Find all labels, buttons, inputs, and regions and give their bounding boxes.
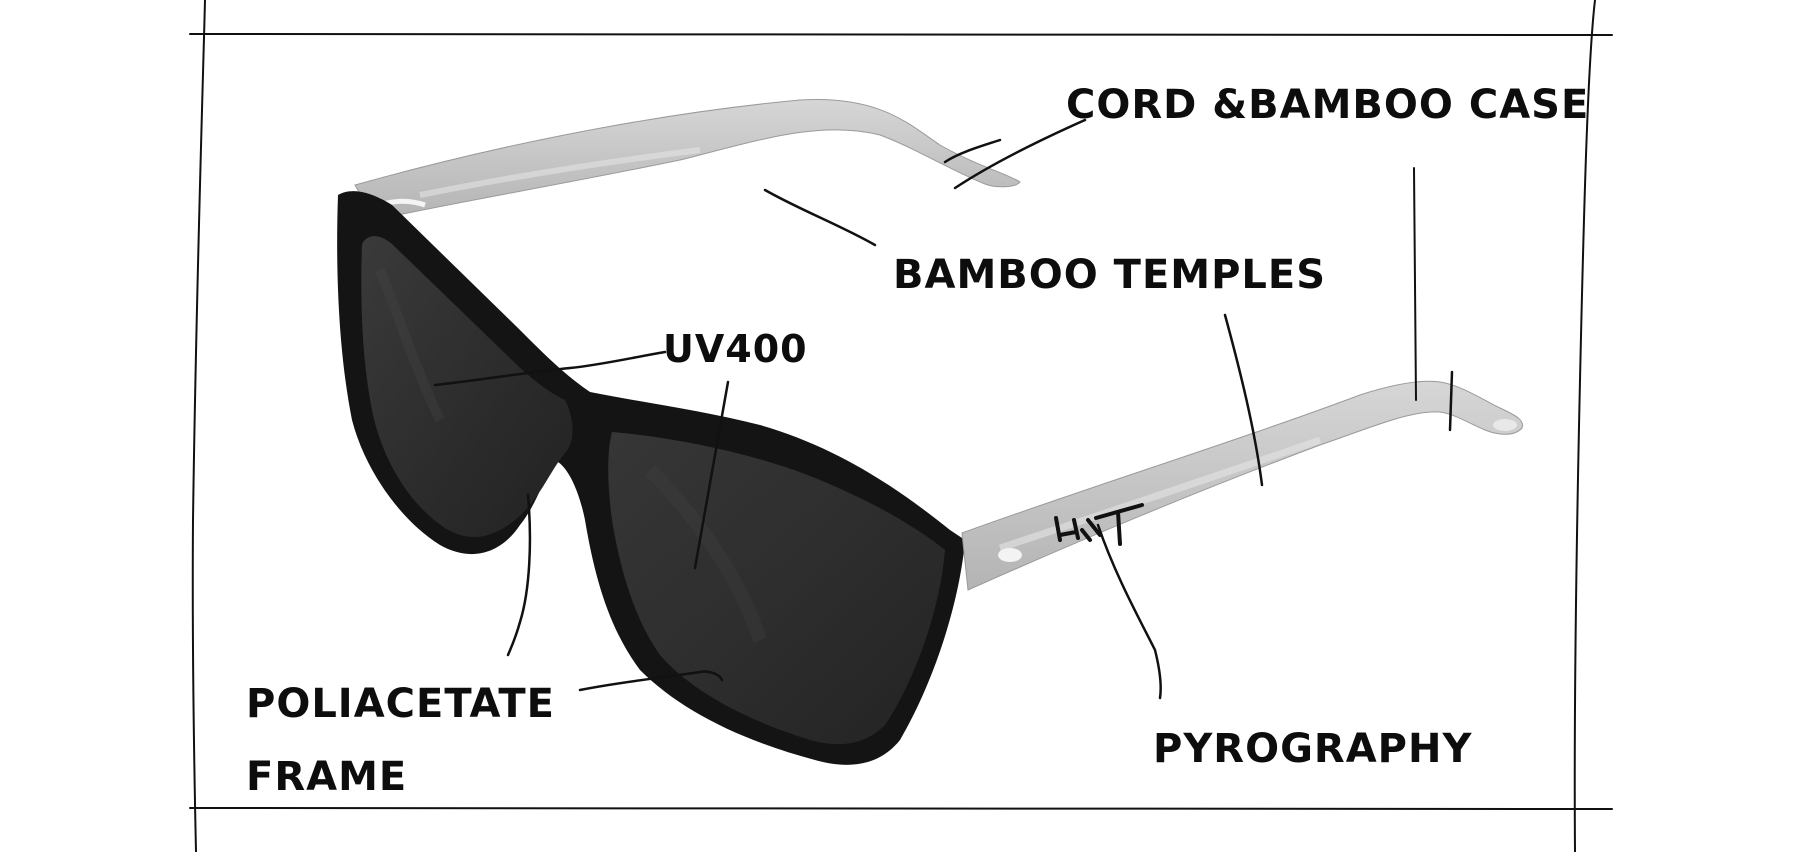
pyrography-logo-mark-icon bbox=[1054, 503, 1144, 546]
right-lens bbox=[608, 432, 945, 745]
leader-bamboo-temples-left bbox=[763, 188, 877, 247]
label-uv400: UV400 bbox=[663, 327, 808, 371]
label-bamboo-temples: BAMBOO TEMPLES bbox=[893, 252, 1326, 298]
front-bamboo-temple bbox=[961, 380, 1524, 591]
left-lens bbox=[361, 236, 573, 538]
leader-case-vertical bbox=[1413, 167, 1417, 401]
label-cord-bamboo-case: CORD &BAMBOO CASE bbox=[1066, 82, 1589, 128]
leader-lines bbox=[433, 118, 1454, 700]
leader-uv400-left bbox=[433, 350, 667, 387]
label-pyrography: PYROGRAPHY bbox=[1153, 726, 1472, 772]
leader-case-tick bbox=[1448, 370, 1454, 432]
leader-poliacetate-frame bbox=[578, 670, 724, 692]
sketch-border bbox=[189, 0, 1613, 852]
leader-bamboo-temples-right bbox=[1223, 313, 1264, 487]
leader-poliacetate-bridge bbox=[506, 493, 532, 657]
back-bamboo-temple bbox=[354, 98, 1021, 221]
leader-pyrography bbox=[1096, 523, 1163, 700]
label-frame: FRAME bbox=[246, 754, 407, 800]
leader-cord-case bbox=[953, 118, 1087, 190]
sunglasses-frame bbox=[337, 191, 965, 765]
leader-uv400-right bbox=[693, 380, 730, 570]
leader-cord-case-tick bbox=[943, 138, 1002, 164]
label-poliacetate: POLIACETATE bbox=[246, 681, 555, 727]
